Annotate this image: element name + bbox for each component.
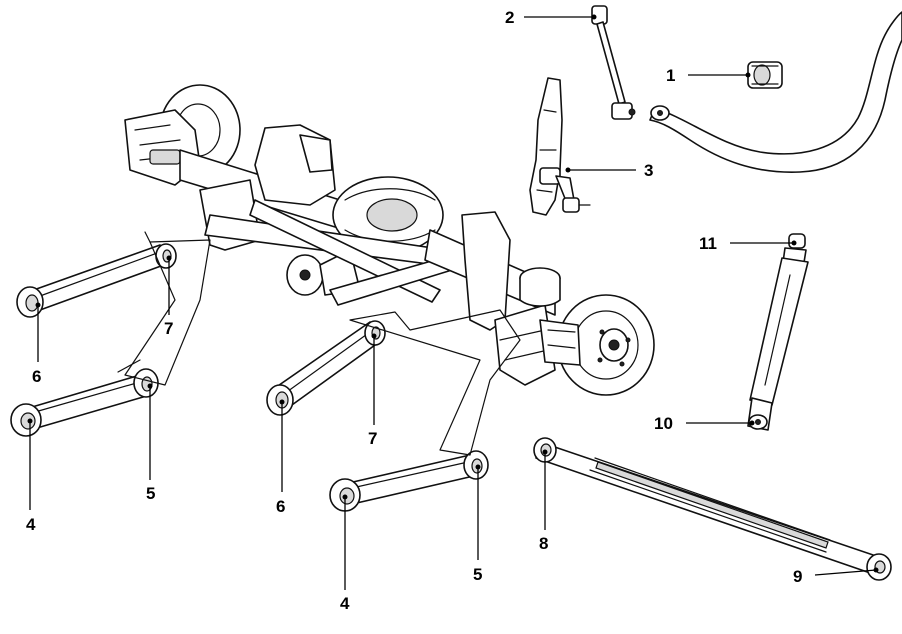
rear-axle-assembly: [124, 84, 655, 396]
left-upper-control-arm: [16, 243, 177, 318]
left-lower-control-arm: [10, 368, 159, 437]
right-bracket-outline: [349, 309, 521, 456]
stabilizer-bracket: [529, 77, 591, 216]
callout-3: 3: [644, 161, 653, 180]
leader-lines: [27, 14, 879, 590]
right-lower-control-arm: [329, 450, 489, 512]
callout-9: 9: [793, 567, 802, 586]
stabilizer-bar: [649, 11, 902, 173]
callout-7b: 7: [368, 429, 377, 448]
callout-4a: 4: [26, 515, 36, 534]
stabilizer-bushing: [747, 61, 783, 89]
stabilizer-link: [591, 5, 636, 120]
callout-1: 1: [666, 66, 675, 85]
callout-6b: 6: [276, 497, 285, 516]
shock-absorber: [747, 233, 809, 431]
callout-10: 10: [654, 414, 673, 433]
leader-9: [814, 569, 877, 576]
callout-8: 8: [539, 534, 548, 553]
callout-7a: 7: [164, 319, 173, 338]
callout-5a: 5: [146, 484, 155, 503]
track-bar: [533, 437, 892, 581]
callout-labels: 1 2 3 4 4 5 5 6 6 7 7 8 9 10 11: [26, 8, 802, 613]
right-upper-control-arm: [266, 320, 386, 416]
callout-5b: 5: [473, 565, 482, 584]
callout-6a: 6: [32, 367, 41, 386]
callout-2: 2: [505, 8, 514, 27]
callout-4b: 4: [340, 594, 350, 613]
left-bracket-outline: [117, 231, 211, 386]
callout-11: 11: [699, 234, 717, 253]
